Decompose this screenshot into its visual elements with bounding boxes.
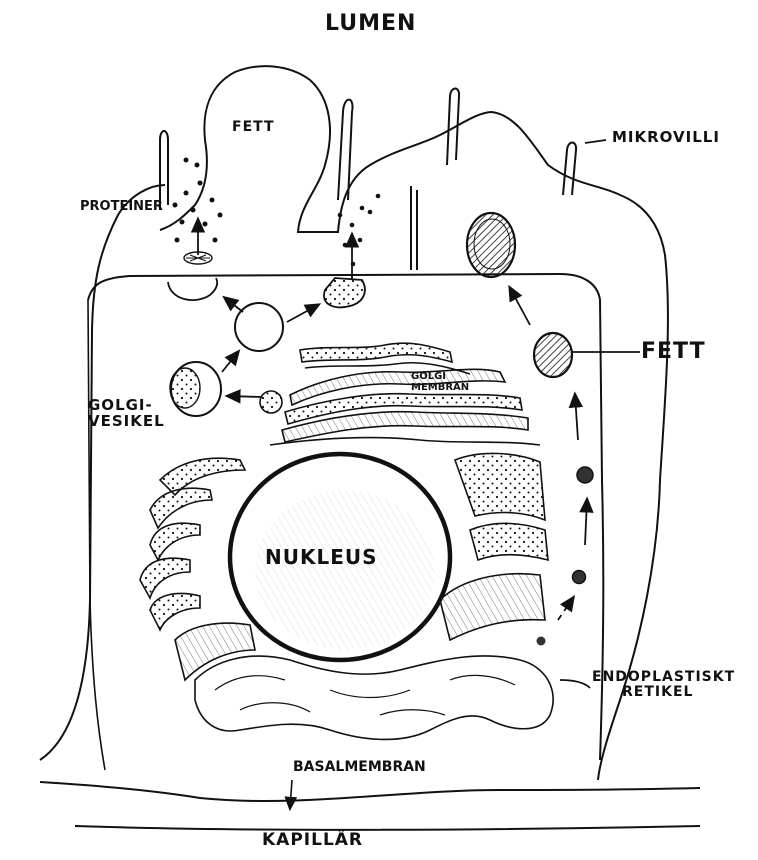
transport-vesicle [235, 303, 283, 351]
label-nukleus: NUKLEUS [265, 547, 378, 568]
label-golgi-membran-line1: GOLGI [411, 372, 469, 383]
label-golgi-vesikel: GOLGI- VESIKEL [88, 398, 165, 430]
cell-outline-left [40, 185, 165, 760]
label-endoplastiskt-retikel: ENDOPLASTISKT RETIKEL [592, 670, 735, 699]
secretory-vesicle-fusing [324, 278, 365, 307]
vesicle-under-membrane [168, 278, 217, 300]
secretion-dots-right [338, 194, 381, 280]
label-er-line1: ENDOPLASTISKT [592, 670, 735, 685]
label-golgi-vesikel-line2: VESIKEL [88, 414, 165, 430]
basal-membrane-line [40, 782, 700, 801]
label-er-line2: RETIKEL [592, 685, 735, 700]
label-mikrovilli: MIKROVILLI [612, 130, 720, 146]
golgi-small-vesicle [260, 391, 282, 413]
capillary-line [75, 826, 700, 830]
golgi-stack [270, 343, 540, 445]
label-lumen: LUMEN [325, 12, 416, 35]
label-basalmembran: BASALMEMBRAN [293, 760, 426, 775]
protein-secretion [173, 158, 223, 265]
label-proteiner: PROTEINER [80, 200, 163, 214]
label-fett-right: FETT [641, 340, 706, 363]
basal-arrow [290, 780, 292, 808]
label-kapillar: KAPILLÄR [262, 832, 363, 850]
label-fett-top: FETT [232, 120, 275, 135]
label-golgi-membran: GOLGI MEMBRAN [411, 372, 469, 393]
label-golgi-membran-line2: MEMBRAN [411, 383, 469, 394]
golgi-vesicle [170, 362, 221, 416]
leader-lines [560, 140, 640, 688]
